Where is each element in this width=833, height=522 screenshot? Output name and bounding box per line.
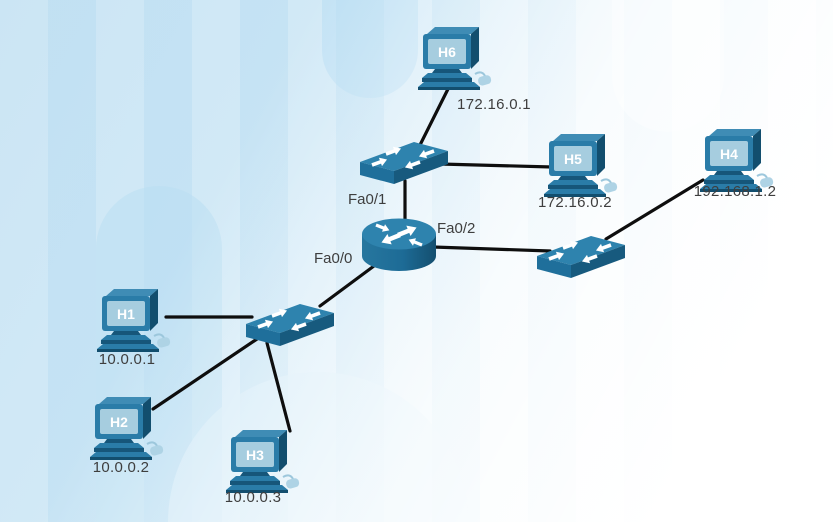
host-h5-computer-icon: H5: [544, 134, 618, 197]
mouse-cable: [600, 178, 612, 184]
mouse-icon: [286, 478, 300, 489]
mouse-cable: [282, 474, 294, 480]
host-h2-ip-label: 10.0.0.2: [92, 459, 150, 476]
host-name-label: H5: [564, 151, 582, 167]
host-h2-computer-icon: H2: [90, 397, 164, 460]
link-router-switch-right: [431, 245, 552, 253]
interface-label-fa0-2: Fa0/2: [437, 220, 476, 237]
host-h1-ip-label: 10.0.0.1: [98, 351, 156, 368]
mouse-icon: [157, 337, 171, 348]
mouse-cable: [146, 441, 158, 447]
link-switch-left-h3: [265, 341, 292, 433]
host-h3-ip-label: 10.0.0.3: [224, 489, 282, 506]
link-switch-right-h4: [604, 178, 705, 241]
interface-label-fa0-1: Fa0/1: [348, 191, 387, 208]
host-h3-computer-icon: H3: [226, 430, 300, 493]
host-name-label: H1: [117, 306, 135, 322]
host-name-label: H3: [246, 447, 264, 463]
host-h1-computer-icon: H1: [97, 289, 171, 352]
link-h6-switch-top: [415, 85, 451, 153]
mouse-icon: [478, 75, 492, 86]
link-switch-left-h2: [151, 337, 259, 411]
host-h6-ip-label: 172.16.0.1: [457, 96, 531, 113]
mouse-cable: [474, 71, 486, 77]
switch-top-icon: [360, 142, 448, 184]
host-name-label: H2: [110, 414, 128, 430]
interface-label-fa0-0: Fa0/0: [314, 250, 353, 267]
link-router-switch-left: [318, 261, 380, 308]
mouse-icon: [604, 182, 618, 193]
switch-right-icon: [537, 236, 625, 278]
host-h4-ip-label: 192.168.1.2: [693, 183, 777, 200]
host-h4-computer-icon: H4: [700, 129, 774, 192]
switch-left-icon: [246, 304, 334, 346]
host-h5-ip-label: 172.16.0.2: [538, 194, 612, 211]
mouse-cable: [153, 333, 165, 339]
host-h6-computer-icon: H6: [418, 27, 492, 90]
mouse-icon: [760, 177, 774, 188]
mouse-cable: [756, 173, 768, 179]
link-switch-top-h5: [438, 162, 554, 169]
mouse-icon: [150, 445, 164, 456]
host-name-label: H4: [720, 146, 738, 162]
host-name-label: H6: [438, 44, 456, 60]
router-icon: [362, 218, 436, 271]
